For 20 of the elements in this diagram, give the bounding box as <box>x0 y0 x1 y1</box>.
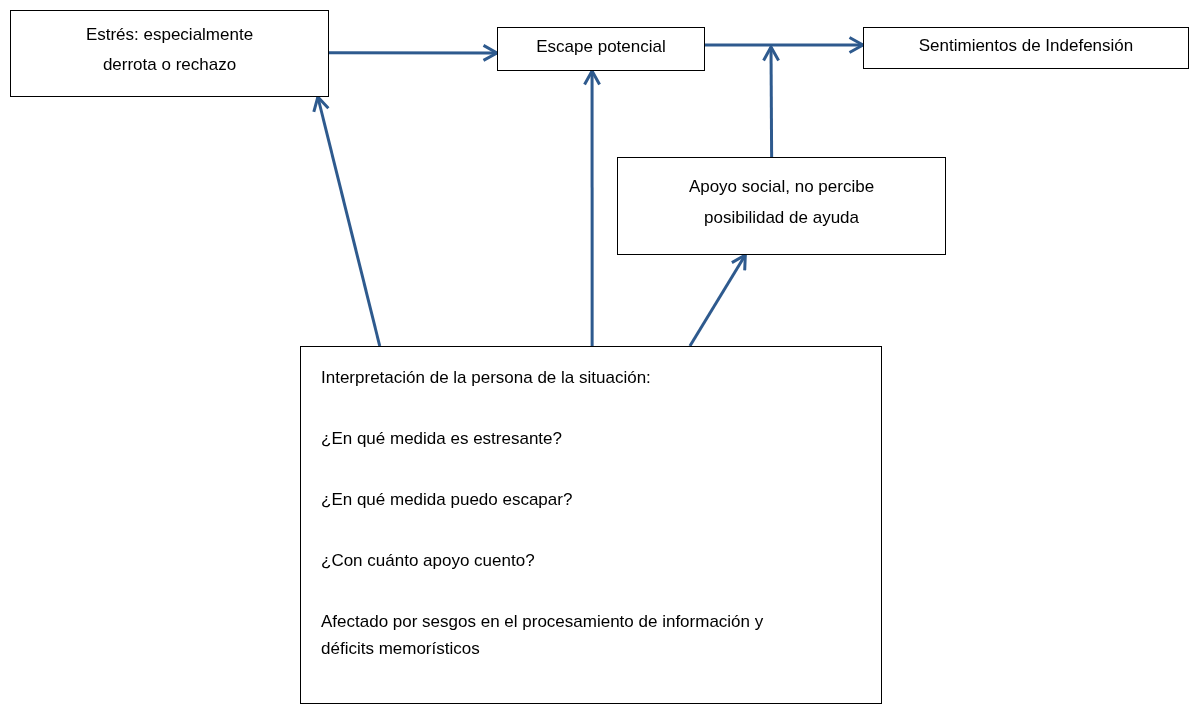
text-box <box>863 27 1189 69</box>
node-text: Interpretación de la persona de la situación: <box>321 367 652 389</box>
text-box <box>617 157 946 255</box>
node-text: Afectado por sesgos en el procesamiento de información y déficits memorísticos <box>321 611 765 660</box>
node-text: Apoyo social, no percibe posibilidad de ayuda <box>687 176 876 229</box>
text-box <box>300 346 882 704</box>
arrow <box>329 43 499 62</box>
node-text: Sentimientos de Indefensión <box>917 35 1135 57</box>
node-text: ¿En qué medida puedo escapar? <box>321 489 574 511</box>
node-text: Estrés: especialmente derrota o rechazo <box>84 24 255 76</box>
arrow <box>688 253 747 347</box>
arrow <box>312 95 382 347</box>
arrow <box>583 69 602 346</box>
node-text: Escape potencial <box>535 36 667 58</box>
arrow <box>762 45 781 157</box>
arrow <box>705 36 865 55</box>
text-box <box>497 27 705 71</box>
node-text: ¿En qué medida es estresante? <box>321 428 563 450</box>
node-text: ¿Con cuánto apoyo cuento? <box>321 550 536 572</box>
text-box <box>10 10 329 97</box>
